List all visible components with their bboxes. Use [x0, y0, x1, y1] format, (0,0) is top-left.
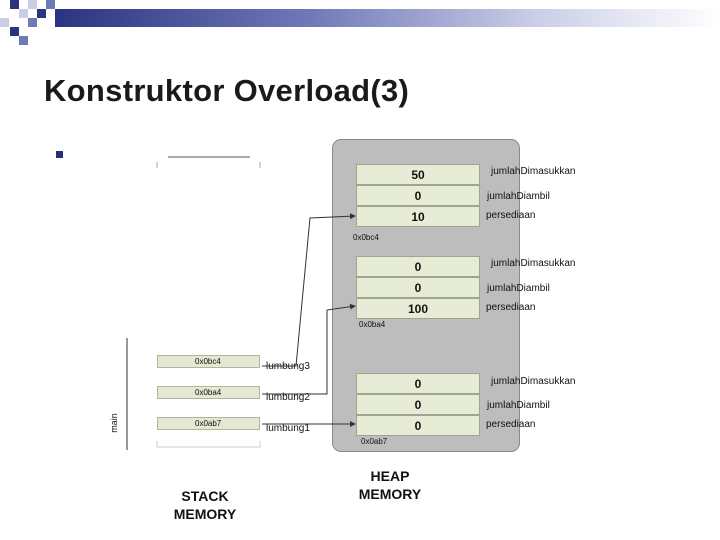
- stack-reference-cell: 0x0ab7: [157, 417, 260, 430]
- field-name-label: jumlahDiambil: [487, 283, 550, 294]
- object-address-label: 0x0ba4: [359, 320, 386, 329]
- field-name-label: jumlahDimasukkan: [491, 166, 576, 177]
- header-square: [19, 36, 28, 45]
- stack-variable-label: lumbung1: [266, 423, 310, 434]
- field-value-cell: 0: [356, 373, 480, 394]
- field-value-cell: 0: [356, 394, 480, 415]
- stack-label-line: STACK: [181, 488, 229, 504]
- header-gradient-bar: [55, 9, 720, 27]
- header-square: [46, 0, 55, 9]
- field-name-label: persediaan: [486, 419, 536, 430]
- header-square: [19, 9, 28, 18]
- bullet-marker: [56, 151, 63, 158]
- field-name-label: jumlahDiambil: [487, 191, 550, 202]
- stack-reference-cell: 0x0ba4: [157, 386, 260, 399]
- slide-title: Konstruktor Overload(3): [44, 73, 410, 108]
- header-square: [0, 18, 9, 27]
- stack-frame-outline: [156, 162, 261, 168]
- field-value-cell: 100: [356, 298, 480, 319]
- object-address-label: 0x0ab7: [361, 437, 388, 446]
- field-name-label: jumlahDiambil: [487, 400, 550, 411]
- object-address-label: 0x0bc4: [353, 233, 379, 242]
- heap-memory-label: HEAP MEMORY: [340, 467, 440, 503]
- heap-label-line: MEMORY: [358, 486, 422, 502]
- field-name-label: persediaan: [486, 302, 536, 313]
- stack-label-line: MEMORY: [173, 506, 237, 522]
- header-square: [37, 9, 46, 18]
- field-value-cell: 50: [356, 164, 480, 185]
- field-value-cell: 0: [356, 277, 480, 298]
- header-square: [10, 27, 19, 36]
- field-name-label: jumlahDimasukkan: [491, 376, 576, 387]
- field-name-label: persediaan: [486, 210, 536, 221]
- field-value-cell: 0: [356, 185, 480, 206]
- header-square: [10, 0, 19, 9]
- stack-frame-outline: [156, 441, 261, 448]
- field-value-cell: 0: [356, 256, 480, 277]
- header-square: [28, 18, 37, 27]
- field-value-cell: 10: [356, 206, 480, 227]
- reference-arrow: [262, 213, 356, 367]
- stack-reference-cell: 0x0bc4: [157, 355, 260, 368]
- stack-variable-label: lumbung2: [266, 392, 310, 403]
- header-square: [28, 0, 37, 9]
- heap-label-line: HEAP: [370, 468, 410, 484]
- field-value-cell: 0: [356, 415, 480, 436]
- stack-memory-label: STACK MEMORY: [155, 487, 255, 523]
- reference-arrow: [262, 303, 356, 395]
- field-name-label: jumlahDimasukkan: [491, 258, 576, 269]
